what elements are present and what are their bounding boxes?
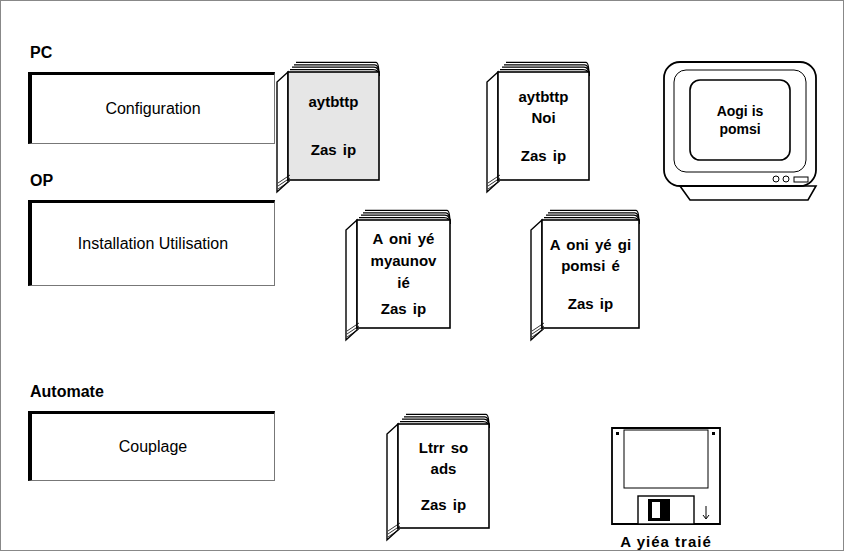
panel-node: PC Configuration (28, 44, 275, 144)
monitor-knob (783, 176, 789, 182)
book-title: Zas ip (421, 494, 466, 516)
book-node: A oni yé gi pomsi é Zas ip (528, 208, 642, 342)
monitor-node: Aogi is pomsi (660, 58, 822, 204)
book-cover-text: aytbttp NoiZas ip (500, 74, 587, 178)
book-title: aytbttp (309, 91, 359, 113)
book-node: A oni yé myaunov ié Zas ip (343, 208, 453, 342)
book-binding-line (488, 175, 500, 183)
book-cover-text: A oni yé myaunov ié Zas ip (359, 222, 448, 326)
book-node: aytbttpZas ip (274, 60, 382, 194)
book-binding-line (278, 175, 290, 183)
floppy-node: A yiéa traié (578, 424, 754, 550)
book-cover (288, 72, 379, 180)
disk-label: A yiéa traié (578, 533, 754, 550)
monitor-base (680, 186, 816, 200)
panel-node: OP Installation Utilisation (28, 172, 275, 286)
floppy-disk-icon (578, 424, 754, 550)
floppy-shutter (638, 496, 694, 524)
book-spine (487, 72, 498, 192)
book-cover (542, 220, 639, 328)
book-cover-text: aytbttpZas ip (290, 74, 377, 178)
book-title: Zas ip (381, 298, 426, 320)
section-text: Configuration (105, 98, 200, 120)
floppy-window-gap (652, 502, 660, 518)
book-title: Zas ip (521, 145, 566, 167)
book-spine (277, 72, 288, 192)
book-cover-text: Ltrr so adsZas ip (400, 426, 487, 526)
book-title: aytbttp Noi (504, 86, 583, 130)
section-text: Couplage (119, 436, 188, 458)
section-box: Couplage (28, 411, 275, 481)
panel-node: AutomateCouplage (28, 383, 275, 481)
book-node: aytbttp NoiZas ip (484, 60, 592, 194)
floppy-body (612, 428, 720, 524)
book-binding-line (532, 323, 544, 331)
book-cover-text: A oni yé gi pomsi é Zas ip (544, 222, 637, 326)
floppy-arrow (703, 506, 709, 519)
section-heading: OP (30, 172, 53, 190)
section-box: Configuration (28, 72, 275, 144)
book-cover (357, 220, 450, 328)
section-text: Installation Utilisation (78, 233, 228, 255)
book-node: Ltrr so adsZas ip (384, 412, 492, 542)
screen-text: Aogi is pomsi (696, 102, 784, 138)
book-title: Ltrr so ads (404, 437, 483, 481)
book-icon (528, 208, 642, 342)
book-binding-line (388, 523, 400, 531)
floppy-window (648, 499, 670, 521)
monitor-casing (664, 62, 816, 186)
book-binding-line (347, 323, 359, 331)
book-icon (484, 60, 592, 194)
monitor-knob (773, 176, 779, 182)
floppy-hole (712, 432, 715, 435)
monitor-screen-text: Aogi is pomsi (692, 82, 788, 158)
monitor-bezel (674, 70, 806, 172)
section-heading: PC (30, 44, 52, 62)
book-title: A oni yé myaunov ié (363, 228, 444, 293)
monitor-switch (794, 177, 808, 182)
book-icon (274, 60, 382, 194)
book-spine (346, 220, 357, 340)
monitor-screen (690, 80, 790, 160)
section-heading: Automate (30, 383, 104, 401)
book-cover (498, 72, 589, 180)
section-box: Installation Utilisation (28, 200, 275, 286)
book-cover (398, 424, 489, 528)
book-spine (387, 424, 398, 540)
floppy-hole (616, 432, 619, 435)
book-title: Zas ip (568, 293, 613, 315)
book-spine (531, 220, 542, 340)
book-title: Zas ip (311, 139, 356, 161)
book-title: A oni yé gi pomsi é (548, 234, 633, 278)
floppy-label-area (624, 430, 708, 488)
